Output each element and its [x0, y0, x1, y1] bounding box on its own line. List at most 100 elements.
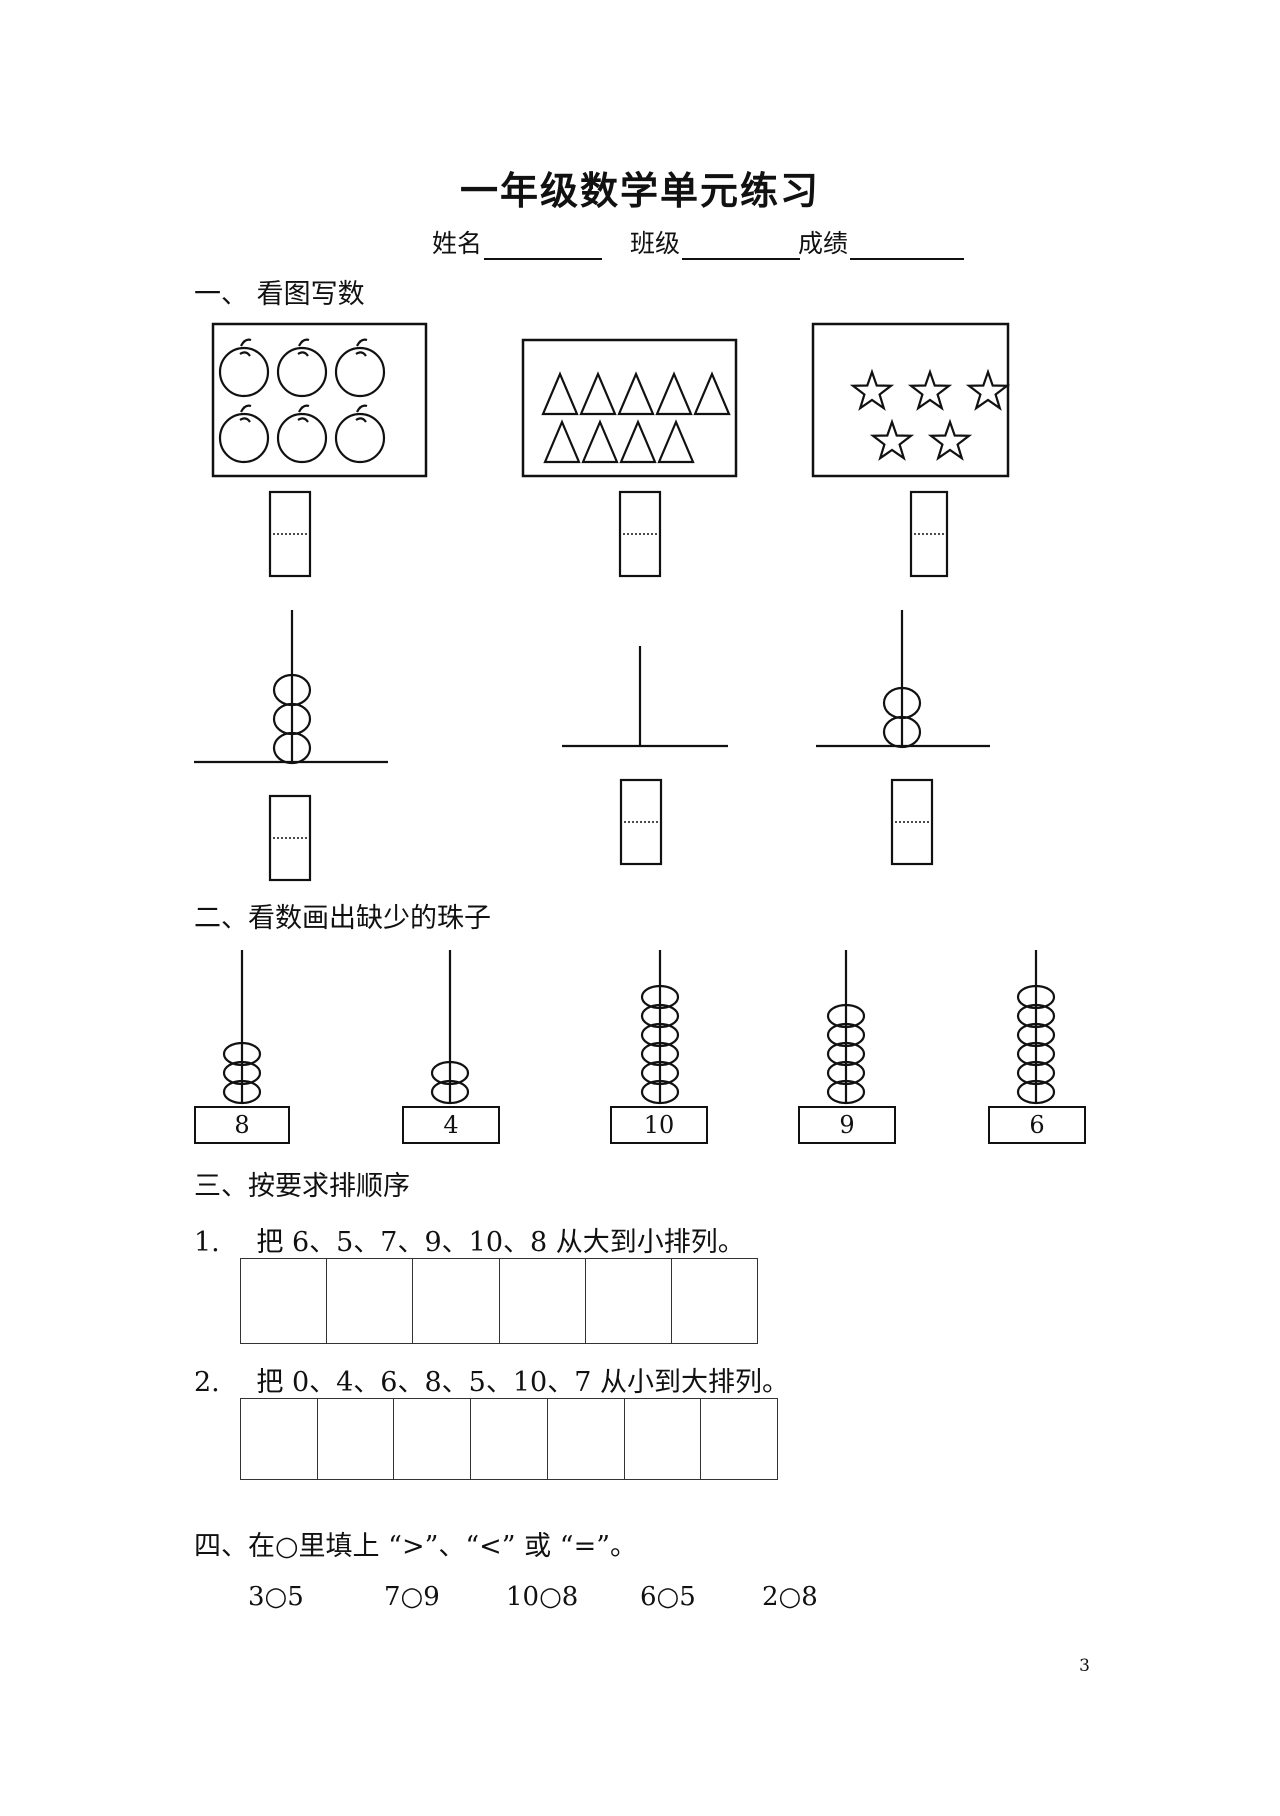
answer-cell[interactable]	[241, 1399, 318, 1479]
answer-cell[interactable]	[318, 1399, 395, 1479]
abacus-bead	[430, 1079, 470, 1105]
write-number-box[interactable]	[909, 490, 949, 578]
abacus-bead	[826, 1060, 866, 1086]
abacus-bead	[430, 1060, 470, 1086]
write-number-box[interactable]	[890, 778, 934, 866]
compare-item[interactable]: 2○8	[762, 1582, 818, 1612]
score-field[interactable]: 成绩	[798, 224, 965, 260]
class-blank[interactable]	[682, 234, 801, 260]
write-number-box[interactable]	[268, 794, 312, 882]
apple-icon	[334, 338, 386, 398]
compare-item[interactable]: 10○8	[506, 1582, 579, 1612]
abacus	[640, 950, 680, 1105]
answer-cell[interactable]	[327, 1259, 414, 1343]
section4-heading: 四、在○里填上 “>”、“<” 或 “=”。	[194, 1531, 637, 1562]
answer-cell[interactable]	[471, 1399, 548, 1479]
star-picture-frame	[811, 322, 1010, 478]
abacus-bead	[640, 984, 680, 1010]
apple-picture-frame	[211, 322, 428, 478]
abacus-bead	[640, 1079, 680, 1105]
page-number: 3	[1079, 1656, 1090, 1676]
abacus-bead	[222, 1079, 262, 1105]
abacus-bead	[826, 1003, 866, 1029]
abacus-number-box: 8	[194, 1106, 290, 1144]
apple-icon	[276, 404, 328, 464]
abacus-bead	[640, 1022, 680, 1048]
triangle-icon	[619, 419, 657, 464]
abacus-bead	[222, 1060, 262, 1086]
triangle-picture-frame	[521, 338, 738, 478]
abacus-bead	[1016, 1022, 1056, 1048]
answer-cell[interactable]	[586, 1259, 672, 1343]
apple-icon	[276, 338, 328, 398]
answer-cell[interactable]	[625, 1399, 702, 1479]
abacus-number-box: 10	[610, 1106, 708, 1144]
abacus-bead	[826, 1079, 866, 1105]
triangle-icon	[657, 419, 695, 464]
triangle-icon	[579, 371, 617, 416]
abacus-bead	[1016, 1041, 1056, 1067]
apple-icon	[218, 404, 270, 464]
write-number-box[interactable]	[618, 490, 662, 578]
question-2: 2. 把 0、4、6、8、5、10、7 从小到大排列。	[194, 1360, 789, 1399]
write-number-box[interactable]	[619, 778, 663, 866]
answer-cell[interactable]	[241, 1259, 328, 1343]
abacus-bead	[826, 1022, 866, 1048]
abacus-bead	[640, 1003, 680, 1029]
triangle-icon	[655, 371, 693, 416]
name-field[interactable]: 姓名	[432, 224, 603, 260]
class-label: 班级	[630, 229, 681, 258]
star-icon	[907, 368, 953, 411]
question-1-text: 把 6、5、7、9、10、8 从大到小排列。	[256, 1227, 745, 1258]
star-group	[849, 368, 1011, 461]
abacus	[562, 646, 728, 748]
abacus-bead	[882, 686, 922, 720]
question-2-text: 把 0、4、6、8、5、10、7 从小到大排列。	[256, 1367, 789, 1398]
abacus-bead	[1016, 1079, 1056, 1105]
abacus-bead	[272, 673, 312, 707]
star-icon	[927, 418, 973, 461]
abacus-number-box: 4	[402, 1106, 500, 1144]
abacus-bead	[1016, 984, 1056, 1010]
write-number-box[interactable]	[268, 490, 312, 578]
answer-cell[interactable]	[500, 1259, 586, 1343]
compare-item[interactable]: 6○5	[640, 1582, 696, 1612]
answer-cell[interactable]	[394, 1399, 472, 1479]
section3-heading: 三、按要求排顺序	[194, 1171, 410, 1202]
class-field[interactable]: 班级	[630, 224, 801, 260]
abacus	[194, 610, 388, 765]
abacus-bead	[1016, 1003, 1056, 1029]
star-icon	[965, 368, 1011, 411]
abacus-bead	[826, 1041, 866, 1067]
abacus-bead	[1016, 1060, 1056, 1086]
triangle-icon	[693, 371, 731, 416]
answer-grid-2	[240, 1398, 778, 1480]
abacus	[430, 950, 470, 1105]
answer-cell[interactable]	[413, 1259, 500, 1343]
star-icon	[849, 368, 895, 411]
question-1-number: 1.	[194, 1227, 220, 1258]
triangle-icon	[617, 371, 655, 416]
compare-item[interactable]: 3○5	[248, 1582, 304, 1612]
page-title: 一年级数学单元练习	[459, 169, 820, 213]
name-blank[interactable]	[484, 234, 603, 260]
abacus	[826, 950, 866, 1105]
triangle-icon	[543, 419, 581, 464]
score-blank[interactable]	[850, 234, 965, 260]
apple-icon	[218, 338, 270, 398]
abacus-bead	[222, 1041, 262, 1067]
abacus	[816, 610, 990, 749]
abacus-bead	[640, 1060, 680, 1086]
apple-group	[218, 338, 386, 464]
compare-item[interactable]: 7○9	[384, 1582, 440, 1612]
answer-grid-1	[240, 1258, 758, 1344]
name-label: 姓名	[432, 229, 483, 258]
question-2-number: 2.	[194, 1367, 220, 1398]
abacus-number-box: 9	[798, 1106, 896, 1144]
triangle-group	[541, 371, 731, 464]
section2-heading: 二、看数画出缺少的珠子	[194, 903, 491, 934]
abacus	[222, 950, 262, 1105]
answer-cell[interactable]	[548, 1399, 625, 1479]
abacus-bead	[640, 1041, 680, 1067]
